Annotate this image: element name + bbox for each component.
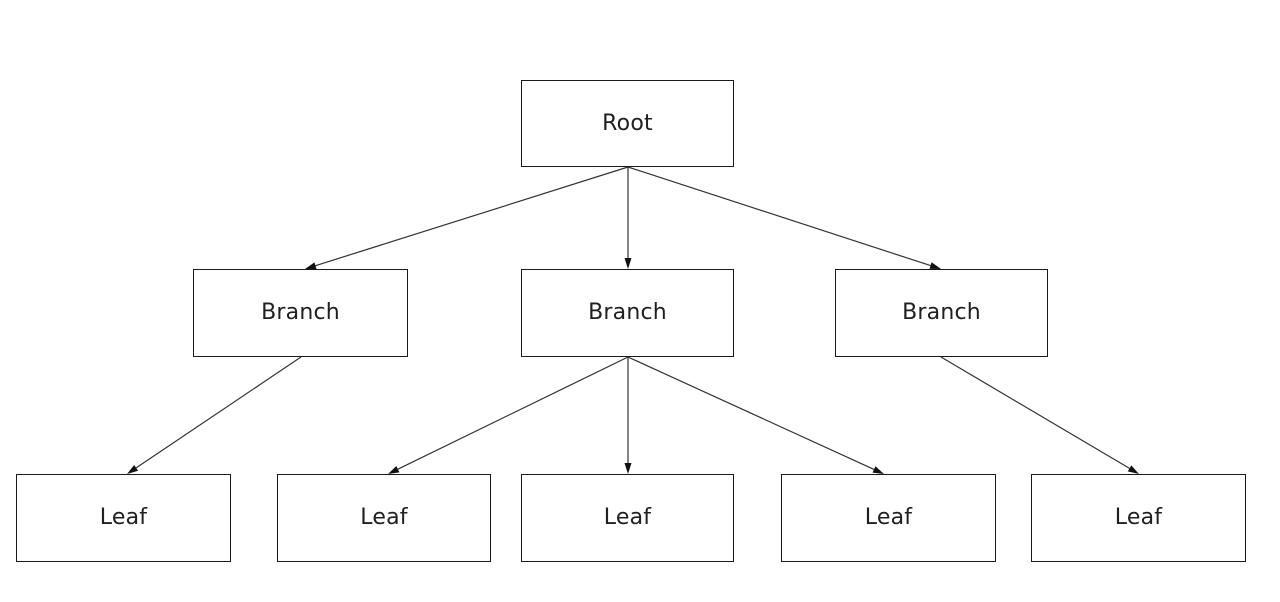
node-leaf2[interactable]: Leaf bbox=[277, 474, 491, 562]
edge-arrowhead-icon bbox=[624, 258, 632, 269]
node-branch2[interactable]: Branch bbox=[521, 269, 734, 357]
node-label-branch2: Branch bbox=[588, 300, 667, 325]
edge-line bbox=[135, 356, 302, 469]
node-leaf5[interactable]: Leaf bbox=[1031, 474, 1246, 562]
edge-line bbox=[627, 356, 875, 470]
edge-branch2-to-leaf3 bbox=[624, 357, 632, 474]
edge-branch2-to-leaf4 bbox=[627, 356, 884, 474]
edge-branch2-to-leaf2 bbox=[388, 356, 629, 474]
edge-root-to-branch3 bbox=[627, 166, 941, 269]
node-label-leaf4: Leaf bbox=[864, 505, 913, 530]
node-leaf4[interactable]: Leaf bbox=[781, 474, 996, 562]
edge-arrowhead-icon bbox=[929, 262, 941, 269]
edge-line bbox=[397, 356, 629, 470]
node-branch3[interactable]: Branch bbox=[835, 269, 1048, 357]
edge-arrowhead-icon bbox=[624, 463, 632, 474]
edge-arrowhead-icon bbox=[1127, 465, 1139, 474]
edge-branch1-to-leaf1 bbox=[127, 356, 302, 474]
edge-root-to-branch1 bbox=[305, 166, 629, 270]
node-label-leaf1: Leaf bbox=[99, 505, 148, 530]
edge-root-to-branch2 bbox=[624, 167, 632, 269]
edge-line bbox=[627, 166, 931, 267]
node-leaf3[interactable]: Leaf bbox=[521, 474, 734, 562]
edge-arrowhead-icon bbox=[872, 466, 884, 474]
node-leaf1[interactable]: Leaf bbox=[16, 474, 231, 562]
edge-line bbox=[315, 166, 629, 267]
node-label-branch3: Branch bbox=[902, 300, 981, 325]
node-label-leaf5: Leaf bbox=[1114, 505, 1163, 530]
edge-arrowhead-icon bbox=[388, 466, 400, 474]
edge-arrowhead-icon bbox=[127, 464, 139, 474]
edge-branch3-to-leaf5 bbox=[940, 356, 1139, 474]
node-label-leaf3: Leaf bbox=[603, 505, 652, 530]
node-label-branch1: Branch bbox=[261, 300, 340, 325]
node-label-root: Root bbox=[602, 110, 653, 136]
node-label-leaf2: Leaf bbox=[360, 505, 408, 530]
edge-line bbox=[940, 356, 1130, 469]
node-branch1[interactable]: Branch bbox=[193, 269, 408, 357]
node-root[interactable]: Root bbox=[521, 80, 734, 167]
